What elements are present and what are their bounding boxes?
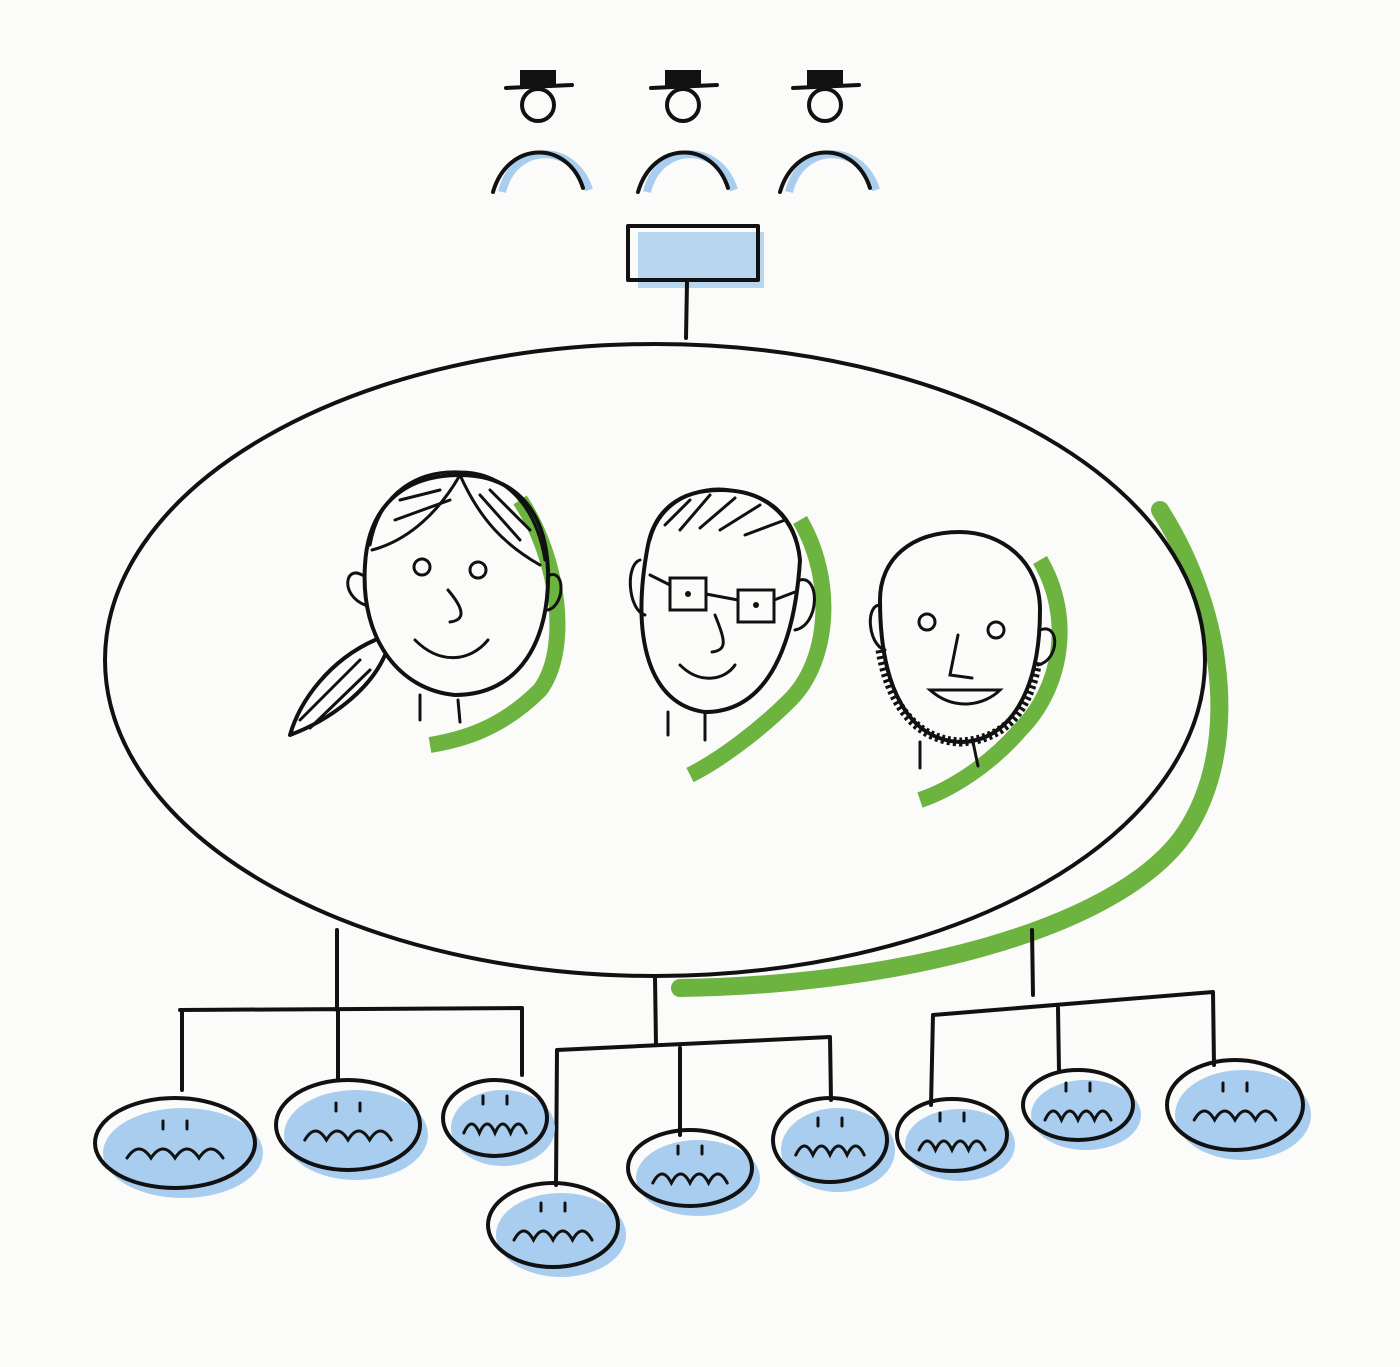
sad-team-member-icon xyxy=(1165,1058,1311,1160)
sad-team-member-icon xyxy=(895,1097,1015,1181)
face-glasses-man xyxy=(628,487,832,783)
face-woman xyxy=(288,470,566,753)
sad-team-member-icon xyxy=(441,1078,555,1166)
hat-person-icon xyxy=(778,70,880,194)
top-figures xyxy=(491,70,880,194)
hat-person-icon xyxy=(636,70,738,194)
sad-team-member-icon xyxy=(93,1096,263,1198)
tree-connectors xyxy=(178,928,1216,1187)
hat-person-icon xyxy=(491,70,593,194)
team-members xyxy=(93,1058,1311,1277)
sad-team-member-icon xyxy=(771,1096,895,1192)
sad-team-member-icon xyxy=(1021,1068,1141,1150)
sad-team-member-icon xyxy=(274,1078,428,1180)
top-box xyxy=(626,224,764,340)
sad-team-member-icon xyxy=(486,1181,626,1277)
sad-team-member-icon xyxy=(626,1128,760,1216)
face-bald-bearded-man xyxy=(868,530,1068,808)
